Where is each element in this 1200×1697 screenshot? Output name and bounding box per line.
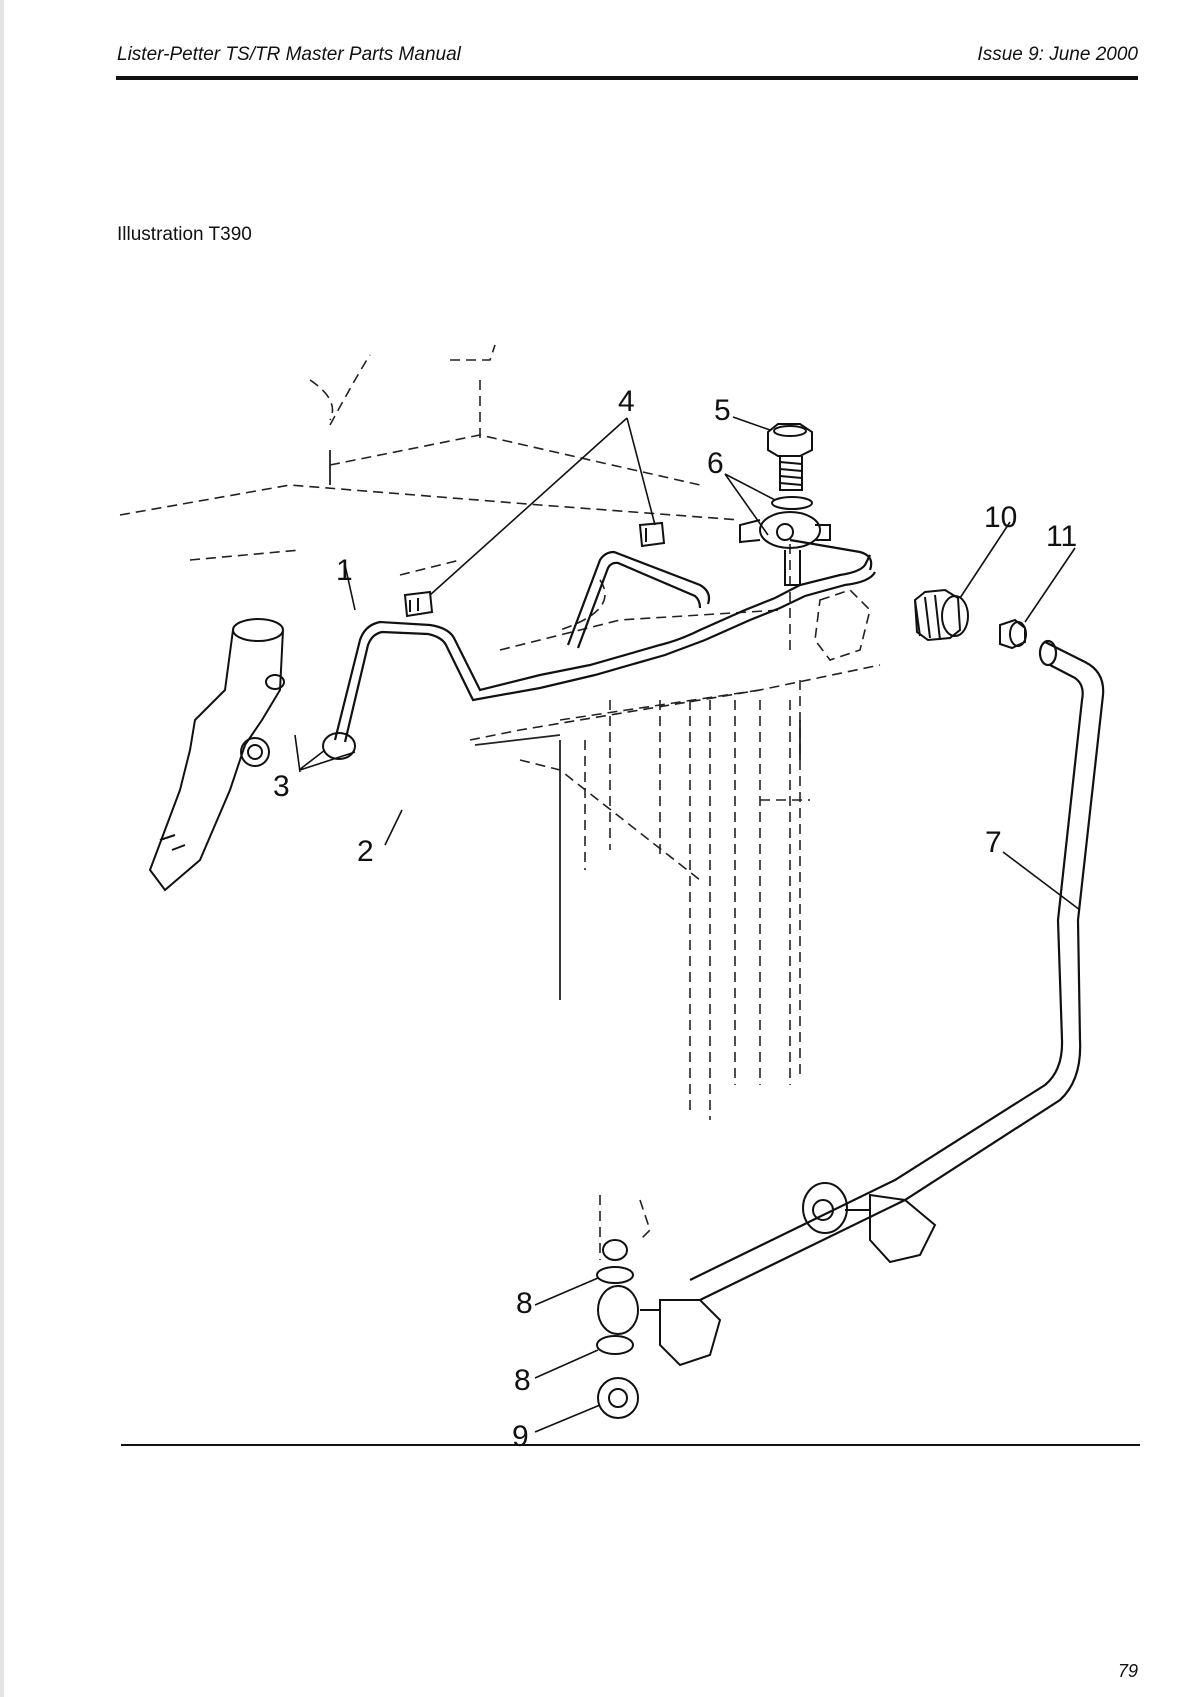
- manual-title: Lister-Petter TS/TR Master Parts Manual: [117, 44, 461, 65]
- callout-8-lower: 8: [514, 1364, 531, 1397]
- injector: [148, 618, 285, 892]
- injector-banjo: [322, 732, 356, 760]
- callout-5: 5: [714, 394, 731, 427]
- lower-banjo-assembly: [596, 1239, 722, 1419]
- callout-10: 10: [984, 501, 1017, 534]
- callout-2: 2: [357, 835, 374, 868]
- leak-off-pipe: [333, 538, 876, 743]
- callout-9: 9: [512, 1420, 529, 1453]
- sleeve-11: [999, 618, 1027, 650]
- callout-6: 6: [707, 447, 724, 480]
- illustration-title: Illustration T390: [117, 224, 252, 245]
- callout-8-upper: 8: [516, 1287, 533, 1320]
- pipe-clips: [403, 521, 666, 618]
- callout-7: 7: [985, 826, 1002, 859]
- callout-1: 1: [336, 554, 353, 587]
- page-number: 79: [1117, 1661, 1138, 1681]
- engine-background: [119, 344, 881, 1260]
- banjo-bolt-assembly: [739, 423, 831, 586]
- footer-rule: [121, 1444, 1140, 1446]
- leader-lines: [294, 416, 1081, 1433]
- page-edge: [0, 0, 4, 1697]
- union-fitting-10: [913, 588, 969, 642]
- callout-11: 11: [1046, 520, 1077, 553]
- header-rule: [116, 76, 1138, 80]
- issue-date: Issue 9: June 2000: [977, 44, 1138, 65]
- callout-4: 4: [618, 385, 635, 418]
- callout-3: 3: [273, 770, 290, 803]
- return-pipe: [689, 639, 1105, 1301]
- engine-solid-fragments: [329, 450, 801, 1000]
- tee-piece: [802, 1182, 937, 1264]
